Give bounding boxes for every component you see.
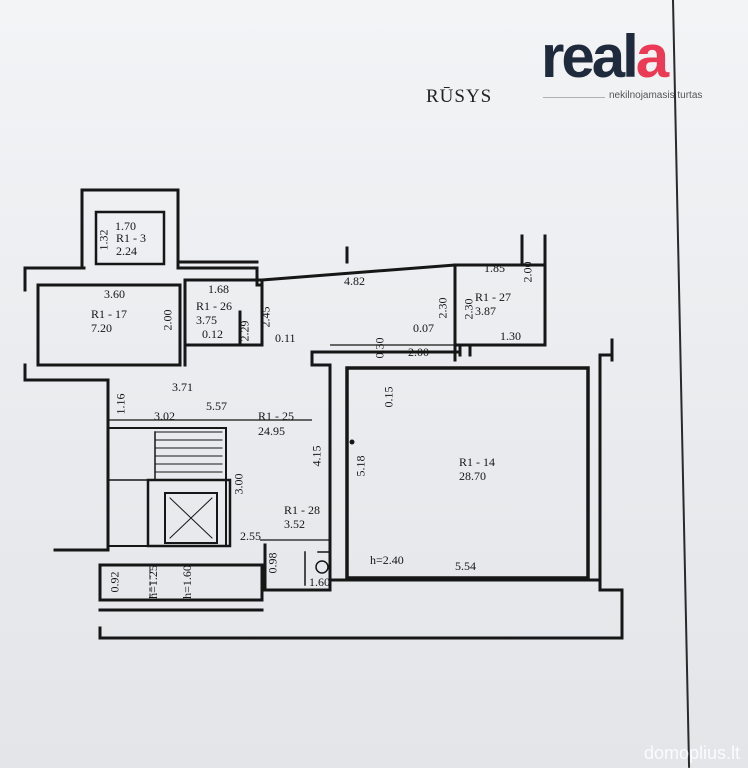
r1-17-area: 7.20 — [91, 321, 112, 335]
logo-wordmark: reala — [541, 23, 669, 90]
watermark: domoplius.lt — [643, 743, 740, 763]
r1-26-area: 3.75 — [196, 313, 217, 327]
r1-25-dim-c: 3.02 — [154, 409, 175, 423]
dim-0-30: 0.30 — [372, 337, 387, 359]
r1-28-dim-b: 1.60 — [309, 575, 330, 589]
r1-3-area: 2.24 — [116, 244, 137, 258]
r1-26-width: 1.68 — [208, 282, 229, 296]
plan-title: RŪSYS — [426, 86, 493, 107]
r1-3-height: 1.32 — [96, 229, 111, 251]
r1-27-height: 2.00 — [520, 261, 535, 283]
r1-27-bottom: 1.30 — [500, 329, 521, 343]
r1-17-height: 2.00 — [160, 309, 175, 331]
logo-divider — [543, 97, 605, 98]
r1-25-dim-g: 2.55 — [240, 529, 261, 543]
r1-14-name: R1 - 14 — [459, 455, 495, 469]
r1-25-dim-e: 3.00 — [231, 473, 246, 495]
dim-2-45: 2.45 — [258, 306, 273, 328]
r1-3-name: R1 - 3 — [116, 231, 146, 245]
r1-17-width: 3.60 — [104, 287, 125, 301]
r1-25-area: 24.95 — [258, 424, 285, 438]
r1-28-name: R1 - 28 — [284, 503, 320, 517]
r1-27-width: 1.85 — [484, 261, 505, 275]
r1-26-name: R1 - 26 — [196, 299, 232, 313]
r1-28-dim-a: 0.98 — [265, 552, 280, 574]
r1-27-name: R1 - 27 — [475, 290, 511, 304]
r1-25-dim-a: 3.71 — [172, 380, 193, 394]
r1-27-area: 3.87 — [475, 304, 496, 318]
r1-27-left: 2.30 — [461, 298, 476, 320]
r1-25-dim-d: 1.16 — [113, 393, 128, 415]
r1-28-area: 3.52 — [284, 517, 305, 531]
dim-0-11: 0.11 — [275, 331, 296, 345]
r1-25-name: R1 - 25 — [258, 409, 294, 423]
dim-0-92: 0.92 — [107, 571, 122, 593]
height-1-60: h=1.60 — [179, 565, 194, 599]
dim-top-run: 4.82 — [344, 274, 365, 288]
logo-tagline: nekilnojamasis turtas — [609, 90, 703, 101]
r1-25-dim-f: 4.15 — [309, 445, 324, 467]
r1-25-dim-b: 5.57 — [206, 399, 227, 413]
r1-14-height-dim: 5.18 — [353, 455, 368, 477]
r1-14-width-dim: 5.54 — [455, 559, 476, 573]
dim-0-15: 0.15 — [381, 386, 396, 408]
r1-17-name: R1 - 17 — [91, 307, 127, 321]
dim-2-00: 2.00 — [408, 345, 429, 359]
dim-2-30: 2.30 — [435, 297, 450, 319]
height-1-25: h=1.25 — [145, 565, 160, 599]
r1-3-width: 1.70 — [115, 219, 136, 233]
dim-0-07: 0.07 — [413, 321, 434, 335]
reala-logo: reala nekilnojamasis turtas — [541, 23, 721, 108]
r1-26-extra: 0.12 — [202, 327, 223, 341]
r1-26-height: 2.29 — [237, 320, 252, 342]
r1-14-ceiling: h=2.40 — [370, 553, 404, 567]
r1-14-area: 28.70 — [459, 469, 486, 483]
